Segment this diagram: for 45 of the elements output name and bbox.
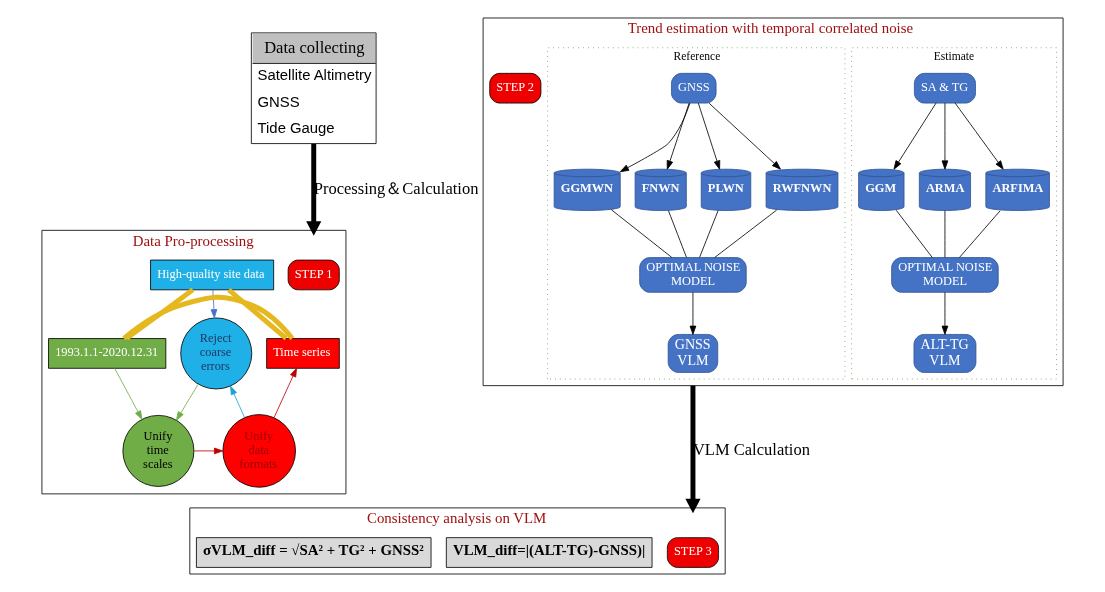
arrow xyxy=(666,102,690,170)
edge-label: Processing＆Calculation xyxy=(313,178,479,198)
node-box: High-quality site data xyxy=(150,259,275,291)
arrow xyxy=(176,383,199,421)
arrow xyxy=(685,385,701,514)
node-circle: Unify data formats xyxy=(222,414,296,488)
node-box: OPTIMAL NOISE MODEL xyxy=(891,257,999,293)
node-box: 1993.1.1-2020.12.31 xyxy=(48,338,167,369)
connector xyxy=(611,209,673,258)
arrow xyxy=(708,102,781,170)
connector xyxy=(122,294,295,341)
connector xyxy=(227,287,288,341)
arrow xyxy=(941,292,949,335)
arrow xyxy=(230,385,245,418)
arrow xyxy=(114,368,143,420)
node-box: STEP 1 xyxy=(287,259,340,291)
connector xyxy=(699,210,719,258)
connector xyxy=(895,209,933,258)
node-box: σVLM_diff = √SA² + TG² + GNSS² xyxy=(196,537,432,568)
arrow xyxy=(893,102,937,170)
connector xyxy=(125,287,195,341)
node-circle: Reject coarse errors xyxy=(180,317,253,390)
arrow xyxy=(193,447,224,455)
arrow xyxy=(697,102,721,170)
node-box: GNSS xyxy=(671,72,717,104)
connector xyxy=(668,210,687,258)
node-box: GNSS VLM xyxy=(667,334,719,373)
arrow xyxy=(689,292,697,335)
node-box: SA & TG xyxy=(913,72,976,104)
node-box: Time series xyxy=(266,338,340,369)
arrow xyxy=(954,102,1004,170)
node-circle: Unify time scales xyxy=(122,414,195,487)
edge-label: VLM Calculation xyxy=(692,440,810,460)
arrow xyxy=(306,143,322,236)
arrow xyxy=(619,102,691,173)
node-box: STEP 3 xyxy=(666,537,719,568)
node-box: OPTIMAL NOISE MODEL xyxy=(639,257,747,293)
node-box: ALT-TG VLM xyxy=(913,334,977,373)
arrow xyxy=(941,102,949,170)
node-box: STEP 2 xyxy=(489,72,542,104)
arrow xyxy=(210,289,218,319)
connector xyxy=(959,210,1001,258)
arrow xyxy=(273,368,297,419)
connector xyxy=(714,209,778,258)
node-box: VLM_diff=|(ALT-TG)-GNSS)| xyxy=(445,537,653,568)
